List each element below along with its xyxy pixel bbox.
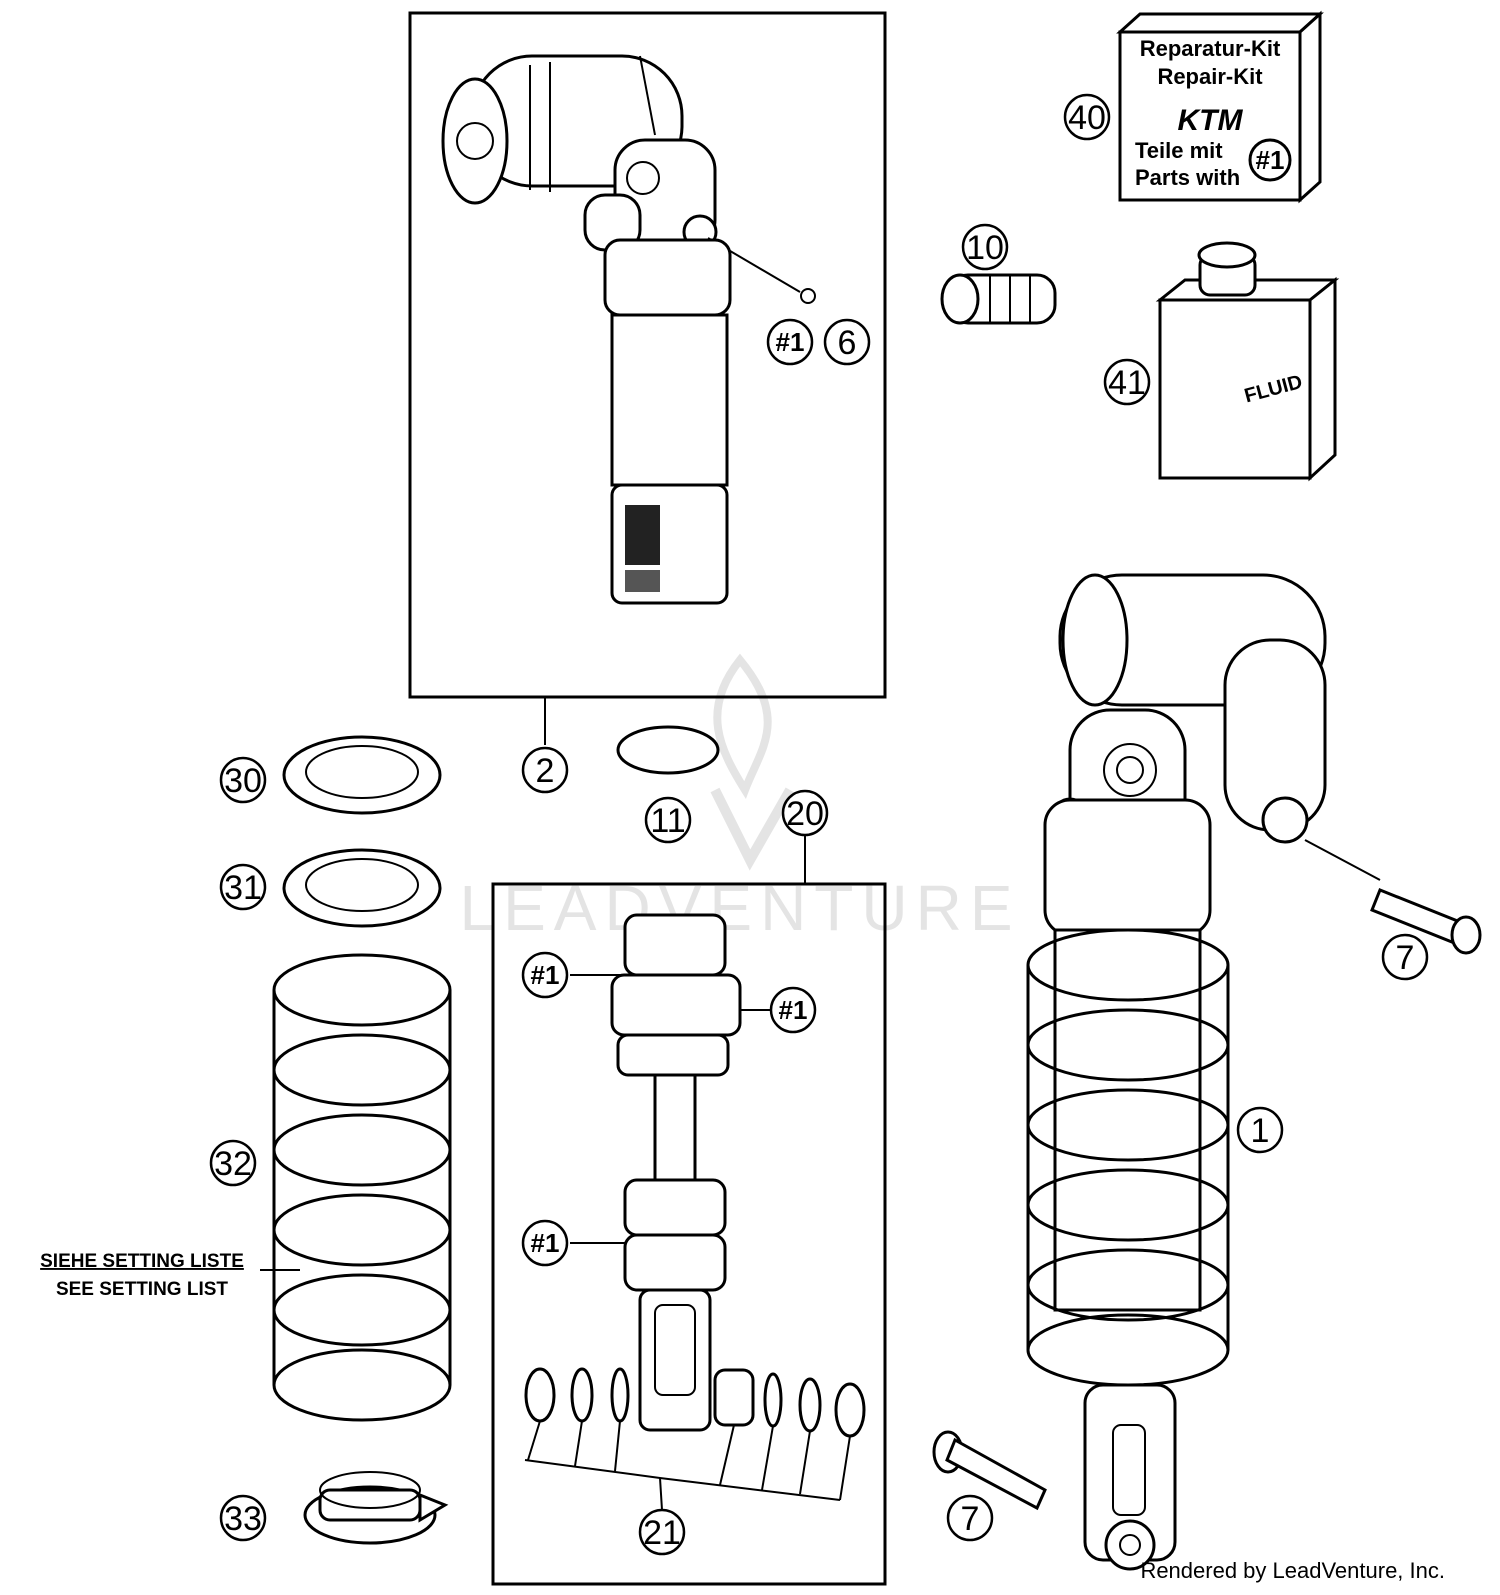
repair-kit-line2: Repair-Kit bbox=[1157, 64, 1263, 89]
spring-note-line1: SIEHE SETTING LISTE bbox=[40, 1251, 244, 1272]
callout-32: 32 bbox=[214, 1145, 252, 1183]
kit-ref-piston-upper-left: #1 bbox=[531, 960, 560, 990]
spring-seat-33 bbox=[303, 1471, 449, 1545]
callout-1: 1 bbox=[1251, 1112, 1270, 1150]
callout-7-lower: 7 bbox=[961, 1500, 980, 1538]
footer-credit: Rendered by LeadVenture, Inc. bbox=[1140, 1558, 1445, 1583]
spring-note: SIEHE SETTING LISTE SEE SETTING LIST bbox=[40, 1251, 300, 1300]
watermark: LEADVENTURE bbox=[460, 653, 1013, 944]
repair-kit-line1: Reparatur-Kit bbox=[1140, 36, 1281, 61]
repair-kit-line3: Teile mit bbox=[1135, 138, 1223, 163]
spring-note-line2: SEE SETTING LIST bbox=[56, 1279, 228, 1300]
spring-retainer-30 bbox=[282, 735, 442, 815]
kit-ref-piston-lower: #1 bbox=[531, 1228, 560, 1258]
bolt-7-lower bbox=[932, 1430, 1047, 1511]
callout-2: 2 bbox=[536, 752, 555, 790]
callout-6: 6 bbox=[838, 324, 857, 362]
kit-ref-damper: #1 bbox=[776, 327, 805, 357]
callout-20: 20 bbox=[786, 795, 824, 833]
piston-rod-box bbox=[491, 830, 887, 1586]
repair-kit-line4: Parts with bbox=[1135, 165, 1240, 190]
damper-box bbox=[408, 11, 887, 745]
callout-30: 30 bbox=[224, 762, 262, 800]
spring-retainer-31 bbox=[282, 848, 442, 928]
valve-10 bbox=[940, 273, 1057, 325]
spring-32 bbox=[272, 953, 452, 1422]
repair-kit-box: Reparatur-Kit Repair-Kit KTM Teile mit P… bbox=[1116, 10, 1324, 204]
shock-absorber-1 bbox=[1026, 573, 1381, 1571]
callout-41: 41 bbox=[1108, 364, 1146, 402]
ktm-logo: KTM bbox=[1178, 104, 1244, 137]
callout-21: 21 bbox=[643, 1514, 681, 1552]
callout-7-upper: 7 bbox=[1396, 939, 1415, 977]
callout-10: 10 bbox=[966, 229, 1004, 267]
repair-kit-ref: #1 bbox=[1256, 145, 1285, 175]
damper-unit bbox=[441, 54, 816, 605]
callout-33: 33 bbox=[224, 1500, 262, 1538]
callouts: 1 2 6 7 7 10 11 20 21 30 31 32 33 40 41 bbox=[209, 93, 1429, 1556]
kit-refs: #1 #1 #1 #1 bbox=[521, 318, 817, 1267]
fluid-can-41: FLUID bbox=[1155, 241, 1340, 482]
callout-11: 11 bbox=[650, 802, 685, 840]
circlip-11 bbox=[616, 725, 720, 775]
callout-40: 40 bbox=[1068, 99, 1106, 137]
piston-rod-assembly bbox=[524, 913, 866, 1511]
kit-ref-piston-upper-right: #1 bbox=[779, 995, 808, 1025]
bolt-7-upper bbox=[1370, 888, 1482, 955]
callout-31: 31 bbox=[224, 869, 262, 907]
